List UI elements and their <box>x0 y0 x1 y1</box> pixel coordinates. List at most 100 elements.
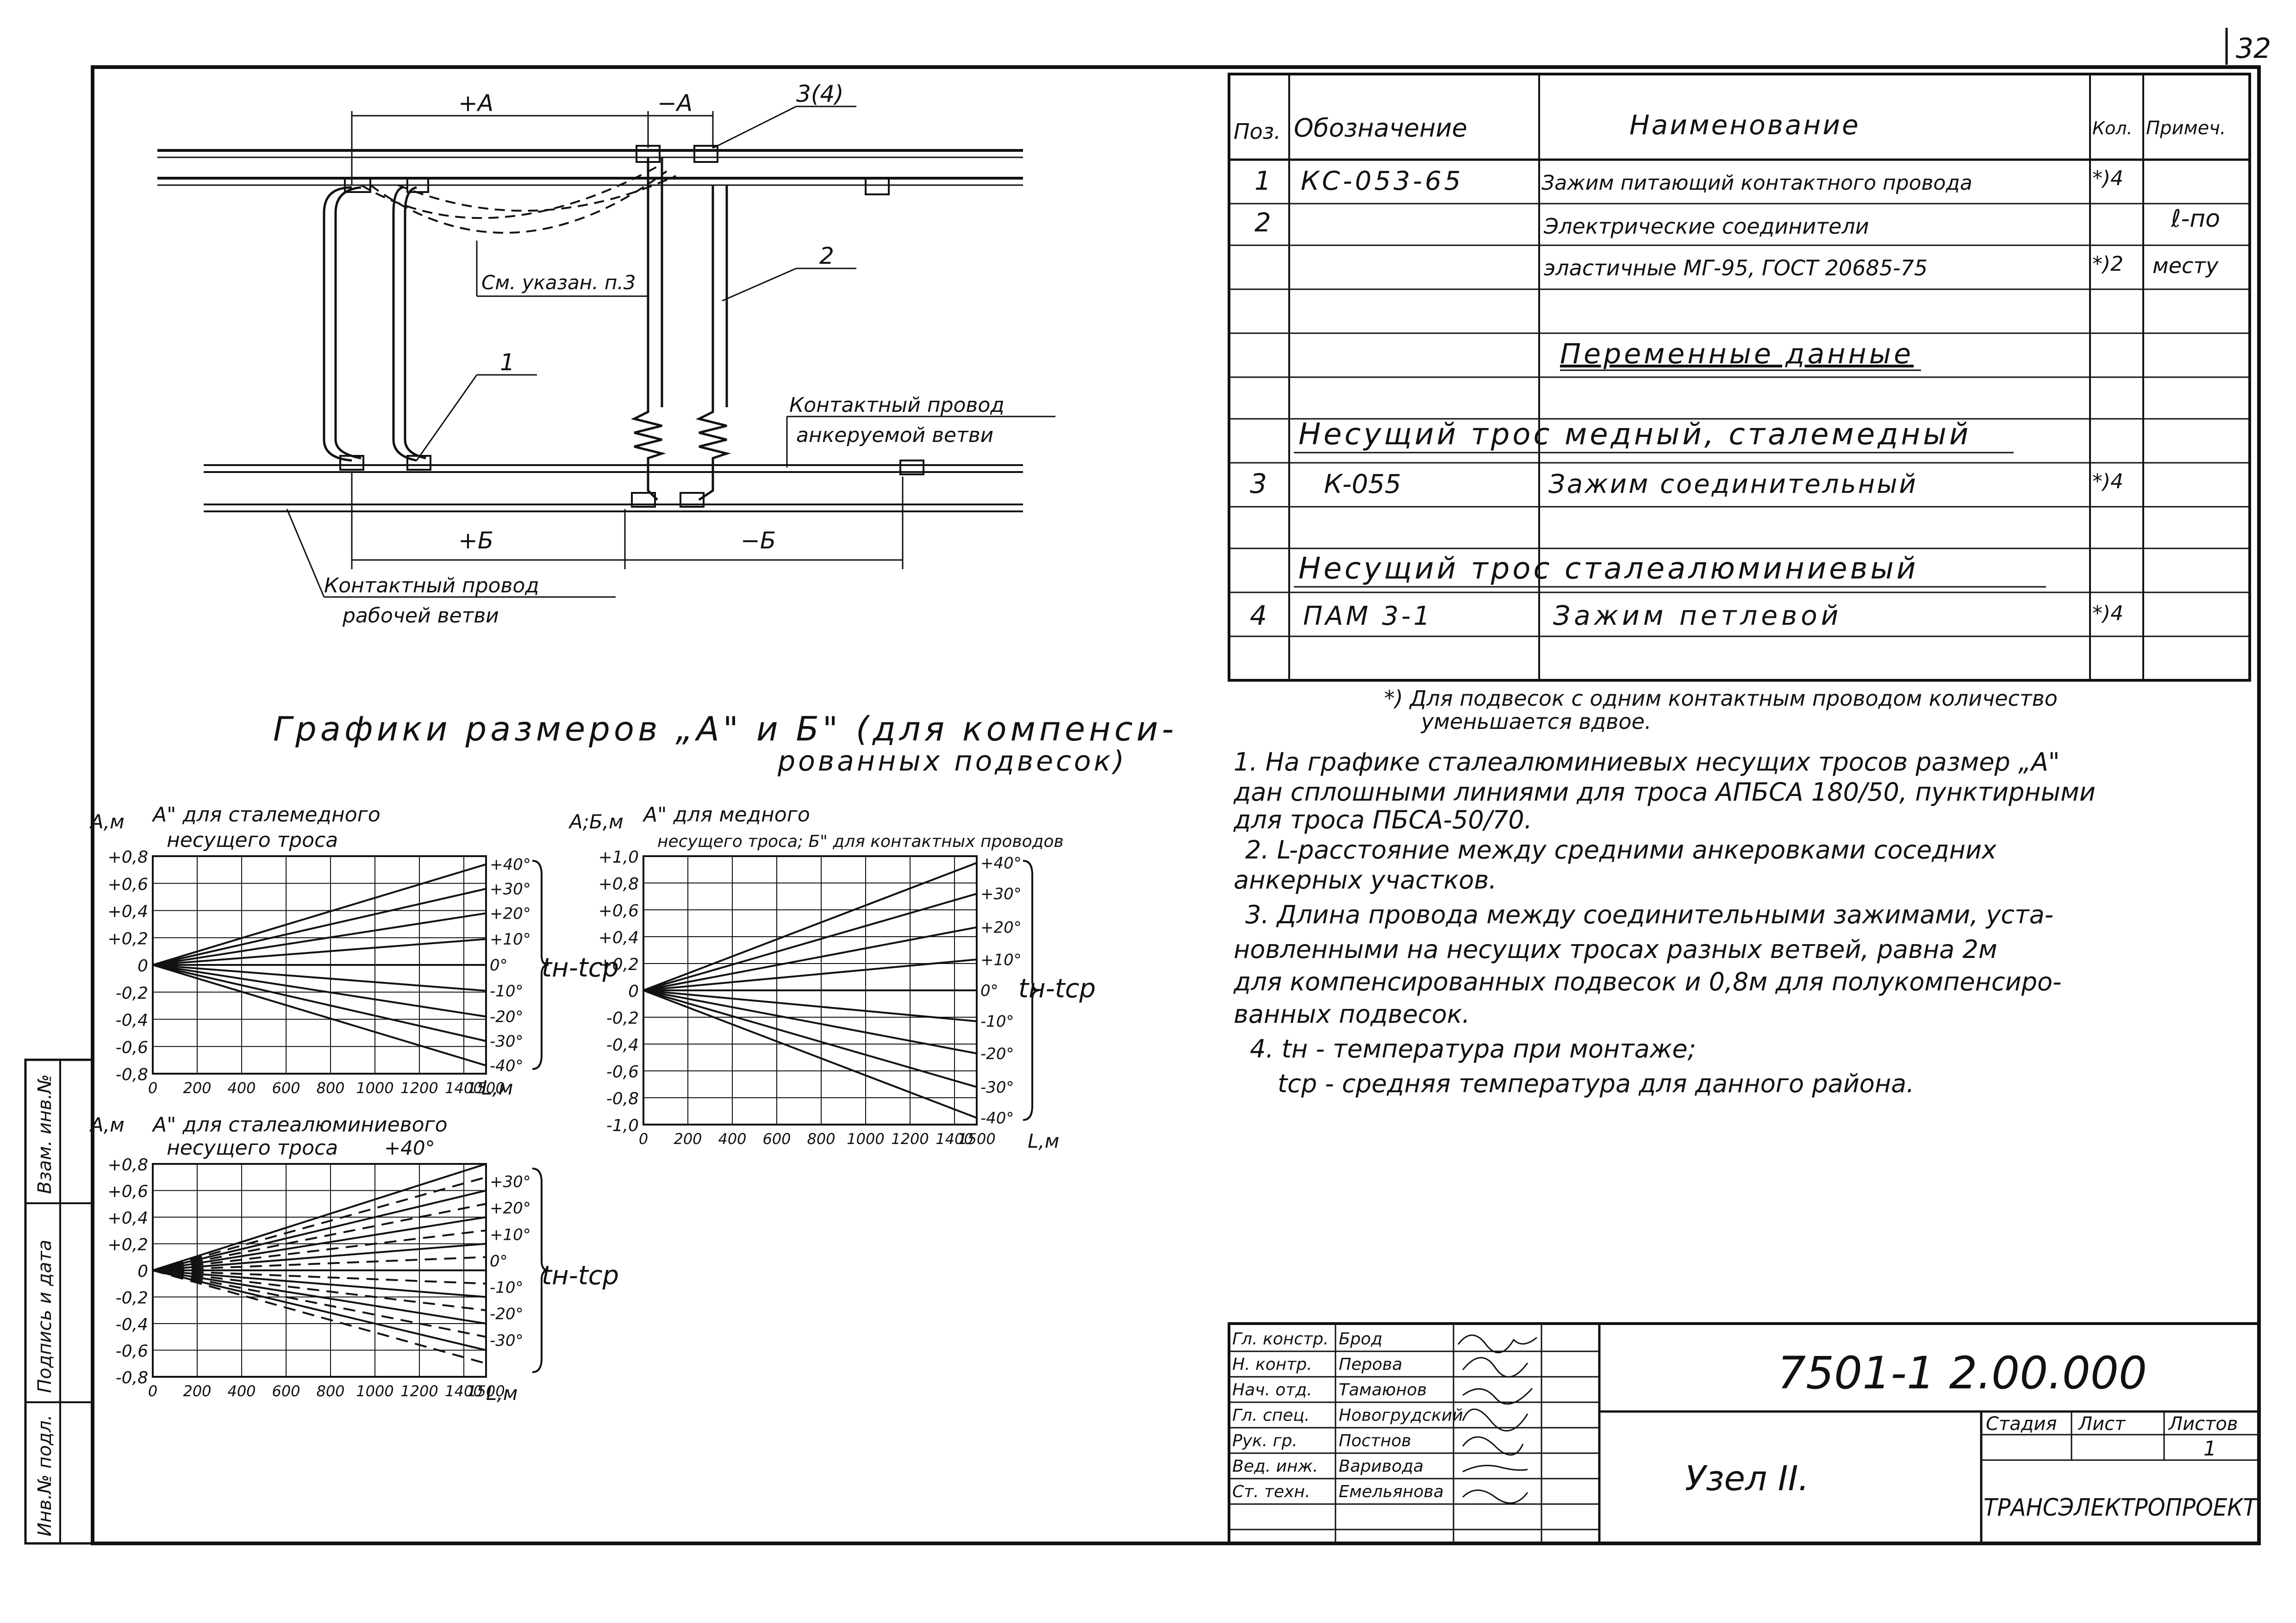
series-label: -10° <box>980 1013 1014 1031</box>
y-tick-label: -0,6 <box>606 1063 639 1082</box>
series-line <box>152 1203 487 1271</box>
x-tick-label: 0 <box>148 1079 157 1097</box>
x-tick-label: 1200 <box>400 1382 438 1400</box>
title-block-role: Рук. гр. <box>1232 1431 1298 1450</box>
y-tick-label: +0,4 <box>599 928 639 947</box>
x-tick-label: 1400 <box>445 1382 482 1400</box>
series-label: +30° <box>490 880 531 899</box>
note-3c: для компенсированных подвесок и 0,8м для… <box>1233 967 2062 996</box>
series-label: 0° <box>980 982 998 1000</box>
drawing-title: Узел II. <box>1685 1459 1809 1499</box>
y-tick-label: -0,8 <box>116 1368 148 1387</box>
series-line <box>152 1229 487 1271</box>
series-label: -40° <box>980 1109 1014 1128</box>
x-tick-label: 1200 <box>891 1130 929 1148</box>
x-tick-label: 800 <box>316 1382 344 1400</box>
note-3b: новленными на несущих тросах разных ветв… <box>1234 935 1997 964</box>
y-tick-label: +0,2 <box>108 1236 148 1255</box>
note-3a: 3. Длина провода между соединительными з… <box>1245 900 2053 929</box>
sheets-label: Листов <box>2168 1413 2238 1435</box>
series-line <box>152 1269 487 1298</box>
title-block-name: Тамаюнов <box>1339 1380 1427 1399</box>
chart-y-label: А;Б,м <box>568 810 624 833</box>
row-3-qty: *)2 <box>2092 252 2123 276</box>
series-label: -30° <box>490 1331 524 1350</box>
x-tick-label: 1200 <box>400 1079 438 1097</box>
series-line <box>152 888 487 966</box>
series-label: -30° <box>490 1032 524 1051</box>
dim-minus-a: −А <box>657 90 693 117</box>
drawing-frame <box>91 65 2261 1545</box>
chart-title-1: А" для сталеалюминиевого <box>151 1113 448 1137</box>
label-working-branch: рабочей ветви <box>342 604 499 628</box>
x-tick-label: 400 <box>227 1382 256 1400</box>
series-label: +40° <box>980 854 1022 873</box>
dim-minus-b: −Б <box>741 527 776 554</box>
series-line <box>152 1269 487 1351</box>
row-steel-aluminium-carrier: Несущий трос сталеалюминиевый <box>1298 552 1918 586</box>
dim-plus-a: +А <box>458 90 493 117</box>
clamp <box>865 177 890 195</box>
y-tick-label: +0,8 <box>108 1156 148 1175</box>
x-tick-label: 1000 <box>356 1079 393 1097</box>
stamp-signature-date: Подпись и дата <box>34 1240 56 1393</box>
chart-x-label: L,м <box>1028 1130 1059 1152</box>
series-line <box>152 1269 487 1338</box>
y-tick-label: +0,4 <box>108 1209 148 1228</box>
row-3-item-qty: *)4 <box>2092 470 2123 493</box>
y-tick-label: +0,8 <box>108 848 148 867</box>
x-tick-label: 400 <box>227 1079 256 1097</box>
series-line <box>643 989 977 1119</box>
series-label: +20° <box>490 1199 531 1218</box>
note-3d: ванных подвесок. <box>1234 1000 1470 1029</box>
series-label: -20° <box>490 1008 524 1026</box>
chart-x-label: L,м <box>486 1382 518 1405</box>
callout-2: 2 <box>819 243 834 269</box>
note-1a: 1. На графике сталеалюминиевых несущих т… <box>1234 747 2060 777</box>
title-block-name: Перова <box>1339 1355 1402 1374</box>
chart-side-label: tн-tср <box>1018 974 1096 1004</box>
series-label: -20° <box>980 1045 1014 1063</box>
y-tick-label: -0,6 <box>116 1342 148 1361</box>
y-tick-label: -0,4 <box>606 1036 639 1055</box>
title-block-role: Вед. инж. <box>1232 1457 1318 1476</box>
row-4-pos: 4 <box>1250 600 1267 631</box>
series-line <box>152 863 487 966</box>
series-label: 0° <box>490 1252 508 1270</box>
clamp <box>680 492 705 508</box>
title-block-name: Варивода <box>1339 1457 1423 1476</box>
series-line <box>643 893 977 991</box>
title-block-name: Емельянова <box>1339 1482 1444 1501</box>
series-line <box>643 989 977 1088</box>
wiring-diagram: +А −А 3(4) 2 См. указан. п.3 1 Контактны… <box>157 81 1055 628</box>
note-4a: 4. tн - температура при монтаже; <box>1250 1034 1696 1063</box>
chart-side-label: tн-tср <box>542 1261 619 1291</box>
x-tick-label: 600 <box>762 1130 791 1148</box>
x-tick-label: 1400 <box>445 1079 482 1097</box>
chart-title-2: несущего троса <box>167 1136 338 1160</box>
title-block-role: Гл. спец. <box>1232 1406 1310 1425</box>
graphs-title-line-2: рованных подвесок) <box>777 745 1127 777</box>
organization: ТРАНСЭЛЕКТРОПРОЕКТ <box>1984 1494 2259 1522</box>
y-tick-label: -1,0 <box>606 1116 639 1135</box>
note-1b: дан сплошными линиями для троса АПБСА 18… <box>1233 777 2096 807</box>
chart-title-2: несущего троса <box>167 828 338 852</box>
title-block-name: Постнов <box>1339 1431 1411 1450</box>
series-label: +10° <box>980 951 1022 969</box>
clamp <box>339 455 364 471</box>
header-qty: Кол. <box>2092 118 2133 138</box>
chart-x-label: L,м <box>481 1076 513 1099</box>
series-label: +10° <box>490 930 531 949</box>
title-block-role: Н. контр. <box>1232 1355 1312 1374</box>
clamp <box>899 460 924 475</box>
series-line <box>643 958 977 991</box>
row-4-item-name: Зажим петлевой <box>1553 600 1842 631</box>
series-label: -10° <box>490 982 524 1001</box>
label-working-wire: Контактный провод <box>324 574 539 597</box>
side-stamp: Инв.№ подл. Подпись и дата Взам. инв.№ <box>24 1058 94 1545</box>
row-3-note: месту <box>2152 253 2219 278</box>
series-line <box>152 1163 487 1271</box>
title-block-role: Гл. констр. <box>1232 1330 1329 1349</box>
chart-title-1: А" для медного <box>642 803 810 827</box>
